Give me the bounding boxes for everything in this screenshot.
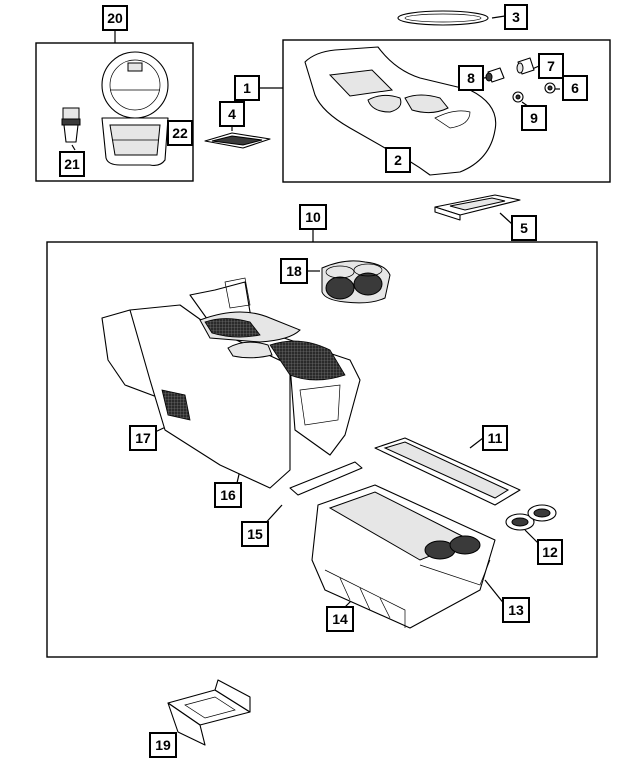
callout-4: 4 <box>219 101 245 127</box>
part-19-bracket <box>167 679 251 746</box>
part-8-socket <box>485 67 505 83</box>
svg-text:3: 3 <box>512 9 520 25</box>
callout-2: 2 <box>385 147 411 173</box>
svg-text:13: 13 <box>508 602 524 618</box>
svg-text:7: 7 <box>547 58 555 74</box>
part-3-seal <box>397 10 489 26</box>
group-frame-1 <box>282 39 611 183</box>
callout-22: 22 <box>167 120 193 146</box>
svg-text:21: 21 <box>64 156 80 172</box>
svg-text:14: 14 <box>332 611 348 627</box>
callout-16: 16 <box>214 482 242 508</box>
callout-5: 5 <box>511 215 537 241</box>
callout-21: 21 <box>59 151 85 177</box>
callout-11: 11 <box>482 425 508 451</box>
part-7-lamp <box>516 57 535 75</box>
part-11-lid <box>374 437 521 506</box>
svg-text:17: 17 <box>135 430 151 446</box>
part-20-storage-bin <box>101 51 169 166</box>
part-15-trim <box>289 461 363 496</box>
svg-text:8: 8 <box>467 70 475 86</box>
part-6-clip <box>544 82 556 94</box>
part-13-cup-insert <box>419 535 491 586</box>
callout-12: 12 <box>537 539 563 565</box>
svg-text:9: 9 <box>530 110 538 126</box>
part-5-tray <box>434 194 521 221</box>
svg-text:6: 6 <box>571 80 579 96</box>
callout-15: 15 <box>241 521 269 547</box>
callout-1: 1 <box>234 75 260 101</box>
callout-13: 13 <box>502 597 530 623</box>
part-9-fastener <box>512 91 524 103</box>
part-4-mat <box>204 132 271 149</box>
svg-text:12: 12 <box>542 544 558 560</box>
svg-text:2: 2 <box>394 152 402 168</box>
part-2-bezel <box>304 46 497 176</box>
svg-text:5: 5 <box>520 220 528 236</box>
svg-text:19: 19 <box>155 737 171 753</box>
svg-text:10: 10 <box>305 209 321 225</box>
svg-text:15: 15 <box>247 526 263 542</box>
part-12-ring <box>505 504 557 531</box>
callout-3: 3 <box>504 4 528 30</box>
callout-6: 6 <box>562 75 588 101</box>
callout-19: 19 <box>149 732 177 758</box>
callout-14: 14 <box>326 606 354 632</box>
callout-8: 8 <box>458 65 484 91</box>
callout-7: 7 <box>538 53 564 79</box>
svg-text:20: 20 <box>107 10 123 26</box>
part-17-side-panel-insert <box>161 389 191 421</box>
svg-text:1: 1 <box>243 80 251 96</box>
svg-text:22: 22 <box>172 125 188 141</box>
svg-text:11: 11 <box>488 430 503 446</box>
part-18-cup-holder <box>321 260 391 304</box>
callout-10: 10 <box>299 204 327 230</box>
callout-20: 20 <box>102 5 128 31</box>
callout-18: 18 <box>280 258 308 284</box>
svg-text:18: 18 <box>286 263 302 279</box>
group-frame-10 <box>46 241 598 658</box>
callout-17: 17 <box>129 425 157 451</box>
part-16-console-body <box>101 277 361 489</box>
part-21-plug <box>61 107 81 143</box>
svg-text:4: 4 <box>228 106 236 122</box>
callout-9: 9 <box>521 105 547 131</box>
svg-text:16: 16 <box>220 487 236 503</box>
